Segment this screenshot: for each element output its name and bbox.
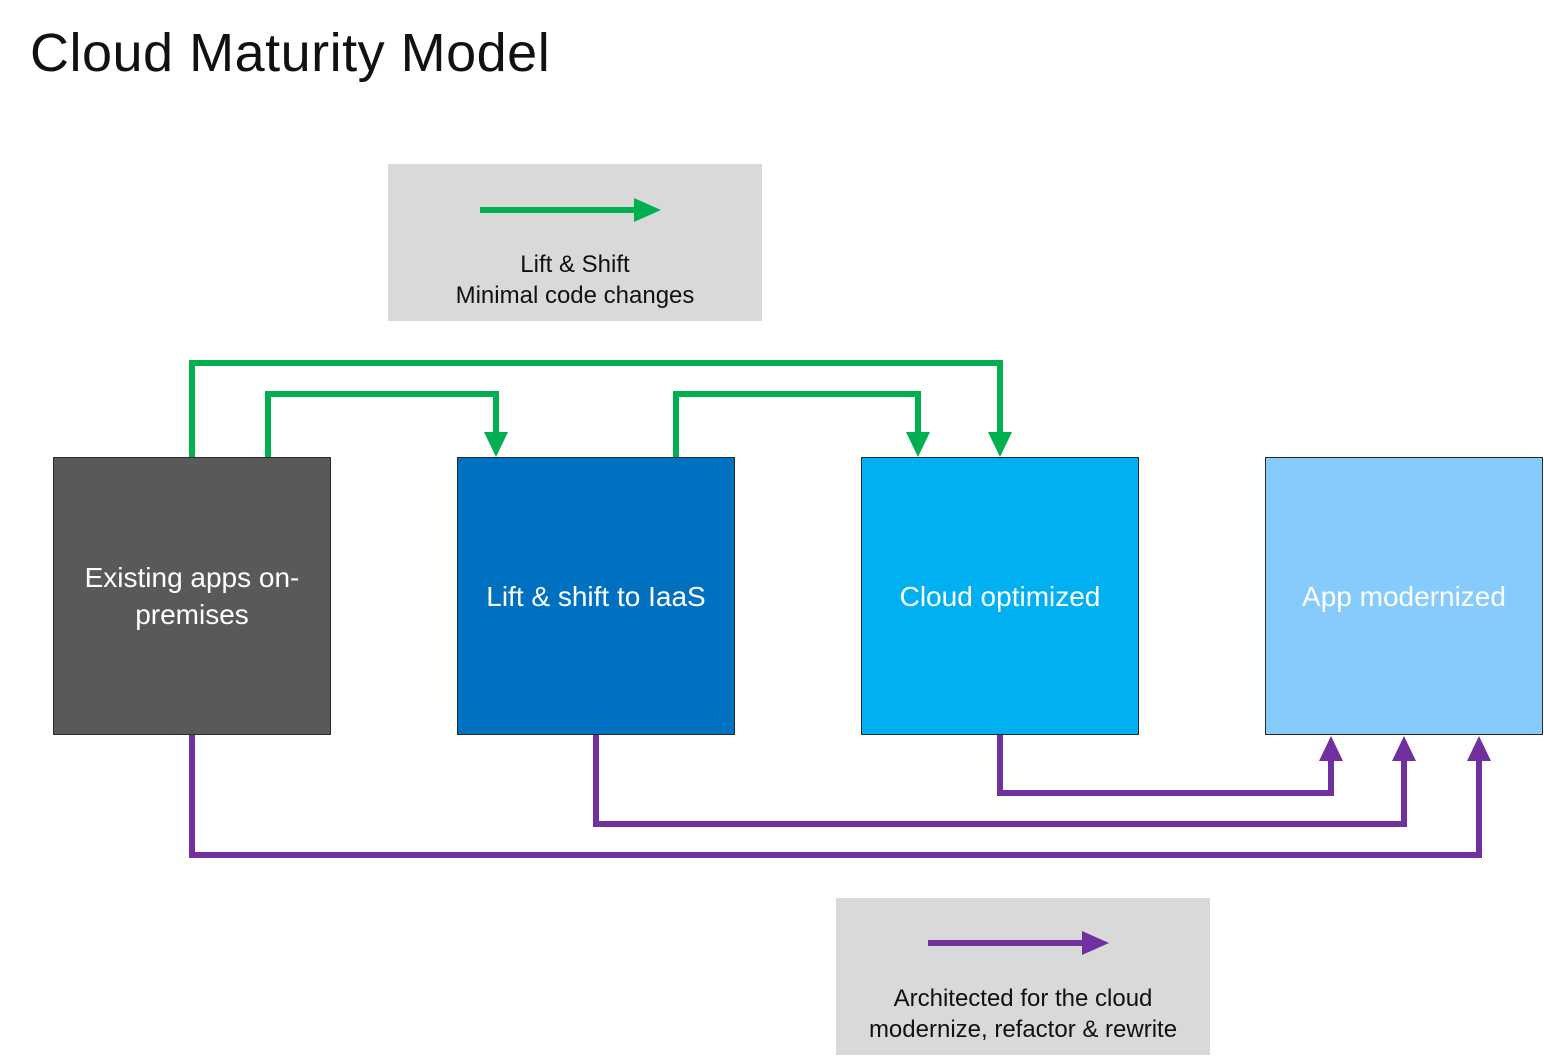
stage-label: App modernized	[1302, 580, 1506, 612]
arrowhead-down	[484, 432, 508, 457]
purple-arrow-icon	[928, 931, 1109, 955]
arrowhead-down	[988, 432, 1012, 457]
stage-existing-apps: Existing apps on-premises	[53, 457, 331, 735]
stage-label: Cloud optimized	[899, 580, 1101, 612]
legend-architected-subtitle: modernize, refactor & rewrite	[868, 1016, 1178, 1043]
arrow-cloud-optimized-to-modernized	[997, 735, 1334, 796]
green-arrow-icon	[480, 198, 661, 222]
legend-lift-shift-subtitle: Minimal code changes	[455, 282, 695, 309]
arrow-existing-to-cloud-optimized	[189, 360, 1003, 457]
legend-lift-shift: Lift & Shift Minimal code changes	[388, 164, 762, 321]
diagram-title: Cloud Maturity Model	[30, 23, 551, 83]
stage-lift-shift-iaas: Lift & shift to IaaS	[457, 457, 735, 735]
stage-cloud-optimized: Cloud optimized	[861, 457, 1139, 735]
legend-architected: Architected for the cloud modernize, ref…	[836, 898, 1210, 1055]
arrowhead-down	[906, 432, 930, 457]
stage-app-modernized: App modernized	[1265, 457, 1543, 735]
arrow-existing-to-lift-shift	[265, 391, 499, 457]
arrow-lift-shift-to-cloud-optimized	[673, 391, 921, 457]
arrowhead-up	[1392, 736, 1416, 761]
stage-label: Lift & shift to IaaS	[486, 580, 706, 612]
legend-lift-shift-title: Lift & Shift	[520, 251, 630, 278]
legend-architected-title: Architected for the cloud	[893, 985, 1153, 1012]
stage-label: Existing apps on-premises	[84, 562, 300, 630]
arrowhead-up	[1467, 736, 1491, 761]
arrow-lift-shift-to-modernized	[593, 735, 1407, 827]
arrowhead-up	[1319, 736, 1343, 761]
arrow-existing-to-modernized	[189, 735, 1482, 858]
